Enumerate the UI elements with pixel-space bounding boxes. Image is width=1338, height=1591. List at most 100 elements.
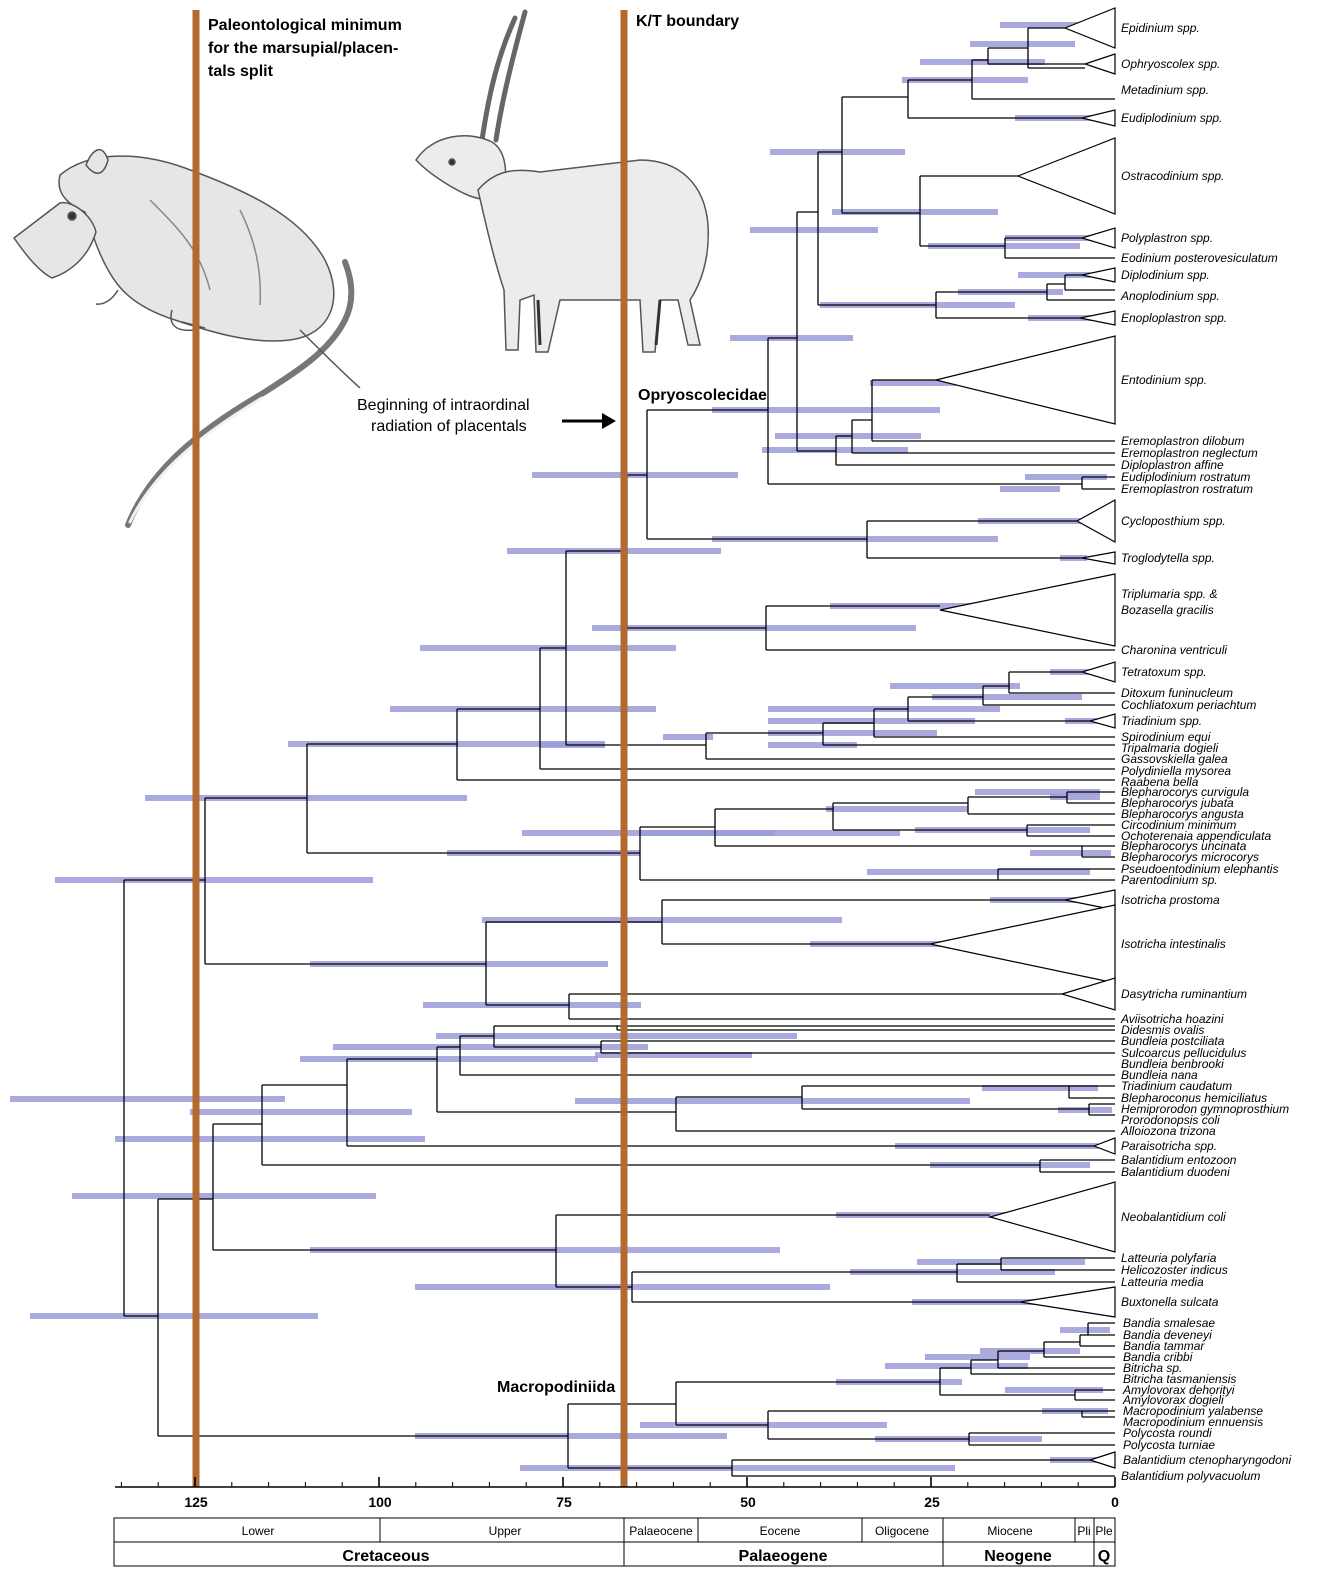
- taxon-label: Polycosta turniae: [1123, 1438, 1215, 1452]
- hpd-bar: [72, 1193, 376, 1199]
- hpd-bar: [1058, 1107, 1112, 1113]
- collapsed-clade-triangle: [930, 905, 1115, 983]
- epoch-eocene: Eocene: [760, 1524, 801, 1538]
- taxon-label: Buxtonella sulcata: [1121, 1295, 1219, 1309]
- epoch-palaeocene: Palaeocene: [629, 1524, 693, 1538]
- collapsed-clade-triangle: [1077, 500, 1115, 542]
- collapsed-clade-triangle: [940, 574, 1115, 646]
- tick-label-50: 50: [740, 1494, 756, 1510]
- hpd-bar: [925, 1354, 1030, 1360]
- taxon-label: Isotricha intestinalis: [1121, 937, 1226, 951]
- period-cretaceous: Cretaceous: [342, 1548, 429, 1565]
- radiation-label-2: radiation of placentals: [371, 418, 527, 435]
- taxon-label: Eremoplastron rostratum: [1121, 482, 1253, 496]
- hpd-bar: [867, 869, 1090, 875]
- taxon-label: Troglodytella spp.: [1121, 551, 1215, 565]
- radiation-label-1: Beginning of intraordinal: [357, 397, 530, 414]
- tick-label-75: 75: [556, 1494, 572, 1510]
- hpd-bar: [1000, 486, 1060, 492]
- taxon-label: Charonina ventriculi: [1121, 643, 1227, 657]
- collapsed-clade-triangle: [1082, 662, 1115, 682]
- marsupial-illustration: [14, 150, 360, 525]
- collapsed-clades: [930, 8, 1115, 1468]
- collapsed-clade-triangle: [1082, 268, 1115, 282]
- tick-label-0: 0: [1111, 1494, 1119, 1510]
- taxon-label: Alloiozona trizona: [1120, 1124, 1216, 1138]
- epoch-upper: Upper: [489, 1524, 522, 1538]
- taxon-label: Latteuria media: [1121, 1275, 1204, 1289]
- taxon-label: Parentodinium sp.: [1121, 873, 1218, 887]
- taxon-label: Neobalantidium coli: [1121, 1210, 1226, 1224]
- tick-label-25: 25: [924, 1494, 940, 1510]
- taxon-label: Tetratoxum spp.: [1121, 665, 1207, 679]
- hpd-bar: [1060, 1327, 1110, 1333]
- taxon-label: Balantidium duodeni: [1121, 1165, 1230, 1179]
- taxon-label: Bozasella gracilis: [1121, 603, 1214, 617]
- collapsed-clade-triangle: [1062, 978, 1115, 1010]
- time-axis: 125 100 75 50 25 0: [115, 1477, 1119, 1510]
- epoch-oligocene: Oligocene: [875, 1524, 929, 1538]
- hpd-bar: [750, 227, 878, 233]
- tick-label-125: 125: [184, 1494, 208, 1510]
- hpd-bar: [1030, 850, 1111, 856]
- collapsed-clade-triangle: [1020, 1287, 1115, 1317]
- epoch-miocene: Miocene: [987, 1524, 1033, 1538]
- taxon-label: Metadinium spp.: [1121, 83, 1209, 97]
- taxon-label: Ophryoscolex spp.: [1121, 57, 1220, 71]
- arrow-icon: [562, 413, 616, 429]
- hpd-bar: [30, 1313, 318, 1319]
- epoch-lower: Lower: [242, 1524, 275, 1538]
- taxon-label: Cycloposthium spp.: [1121, 514, 1226, 528]
- antelope-illustration: [416, 12, 708, 352]
- collapsed-clade-triangle: [1085, 54, 1115, 74]
- hpd-bar: [575, 1098, 970, 1104]
- taxon-label: Entodinium spp.: [1121, 373, 1207, 387]
- hpd-bar: [522, 830, 775, 836]
- taxon-label: Isotricha prostoma: [1121, 893, 1220, 907]
- taxon-labels: Epidinium spp. Ophryoscolex spp. Metadiniu…: [1120, 21, 1291, 1483]
- hpd-bar: [826, 806, 968, 812]
- hpd-bar: [300, 1056, 598, 1062]
- taxon-label: Cochliatoxum periachtum: [1121, 698, 1256, 712]
- taxon-label: Enoploplastron spp.: [1121, 311, 1227, 325]
- taxon-label: Ostracodinium spp.: [1121, 169, 1224, 183]
- hpd-bar: [970, 41, 1075, 47]
- hpd-bar: [10, 1096, 285, 1102]
- taxon-label: Eodinium posterovesiculatum: [1121, 251, 1278, 265]
- collapsed-clade-triangle: [1082, 110, 1115, 126]
- hpd-bar: [115, 1136, 425, 1142]
- collapsed-clade-triangle: [1094, 1138, 1115, 1154]
- collapsed-clade-triangle: [990, 1182, 1115, 1252]
- paleo-minimum-label-1: Paleontological minimum: [208, 17, 402, 34]
- clade-label-opryoscolecidae: Opryoscolecidae: [638, 387, 767, 404]
- epoch-pleistocene: Ple: [1095, 1524, 1113, 1538]
- hpd-bar: [55, 877, 373, 883]
- epoch-pliocene: Pli: [1077, 1524, 1090, 1538]
- hpd-bar: [190, 1109, 412, 1115]
- kt-boundary-label: K/T boundary: [636, 13, 739, 30]
- taxon-label: Anoplodinium spp.: [1120, 289, 1220, 303]
- collapsed-clade-triangle: [936, 336, 1115, 424]
- taxon-label: Paraisotricha spp.: [1121, 1139, 1217, 1153]
- taxon-label: Balantidium ctenopharyngodoni: [1123, 1453, 1291, 1467]
- collapsed-clade-triangle: [1090, 714, 1115, 728]
- taxon-label: Balantidium polyvacuolum: [1121, 1469, 1260, 1483]
- tick-label-100: 100: [368, 1494, 392, 1510]
- collapsed-clade-triangle: [1080, 311, 1115, 325]
- period-neogene: Neogene: [984, 1548, 1052, 1565]
- taxon-label: Diplodinium spp.: [1121, 268, 1210, 282]
- paleo-minimum-label-2: for the marsupial/placen-: [208, 40, 398, 57]
- paleo-minimum-label-3: tals split: [208, 63, 274, 80]
- clade-label-macropodiniida: Macropodiniida: [497, 1379, 615, 1396]
- taxon-label: Triplumaria spp. &: [1121, 587, 1217, 601]
- period-quaternary: Q: [1098, 1548, 1110, 1565]
- collapsed-clade-triangle: [1090, 1452, 1115, 1468]
- taxon-label: Triadinium spp.: [1121, 714, 1202, 728]
- taxon-label: Eudiplodinium spp.: [1121, 111, 1222, 125]
- collapsed-clade-triangle: [1018, 138, 1115, 214]
- period-palaeogene: Palaeogene: [739, 1548, 828, 1565]
- hpd-bar: [832, 209, 998, 215]
- taxon-label: Epidinium spp.: [1121, 21, 1200, 35]
- collapsed-clade-triangle: [1082, 552, 1115, 564]
